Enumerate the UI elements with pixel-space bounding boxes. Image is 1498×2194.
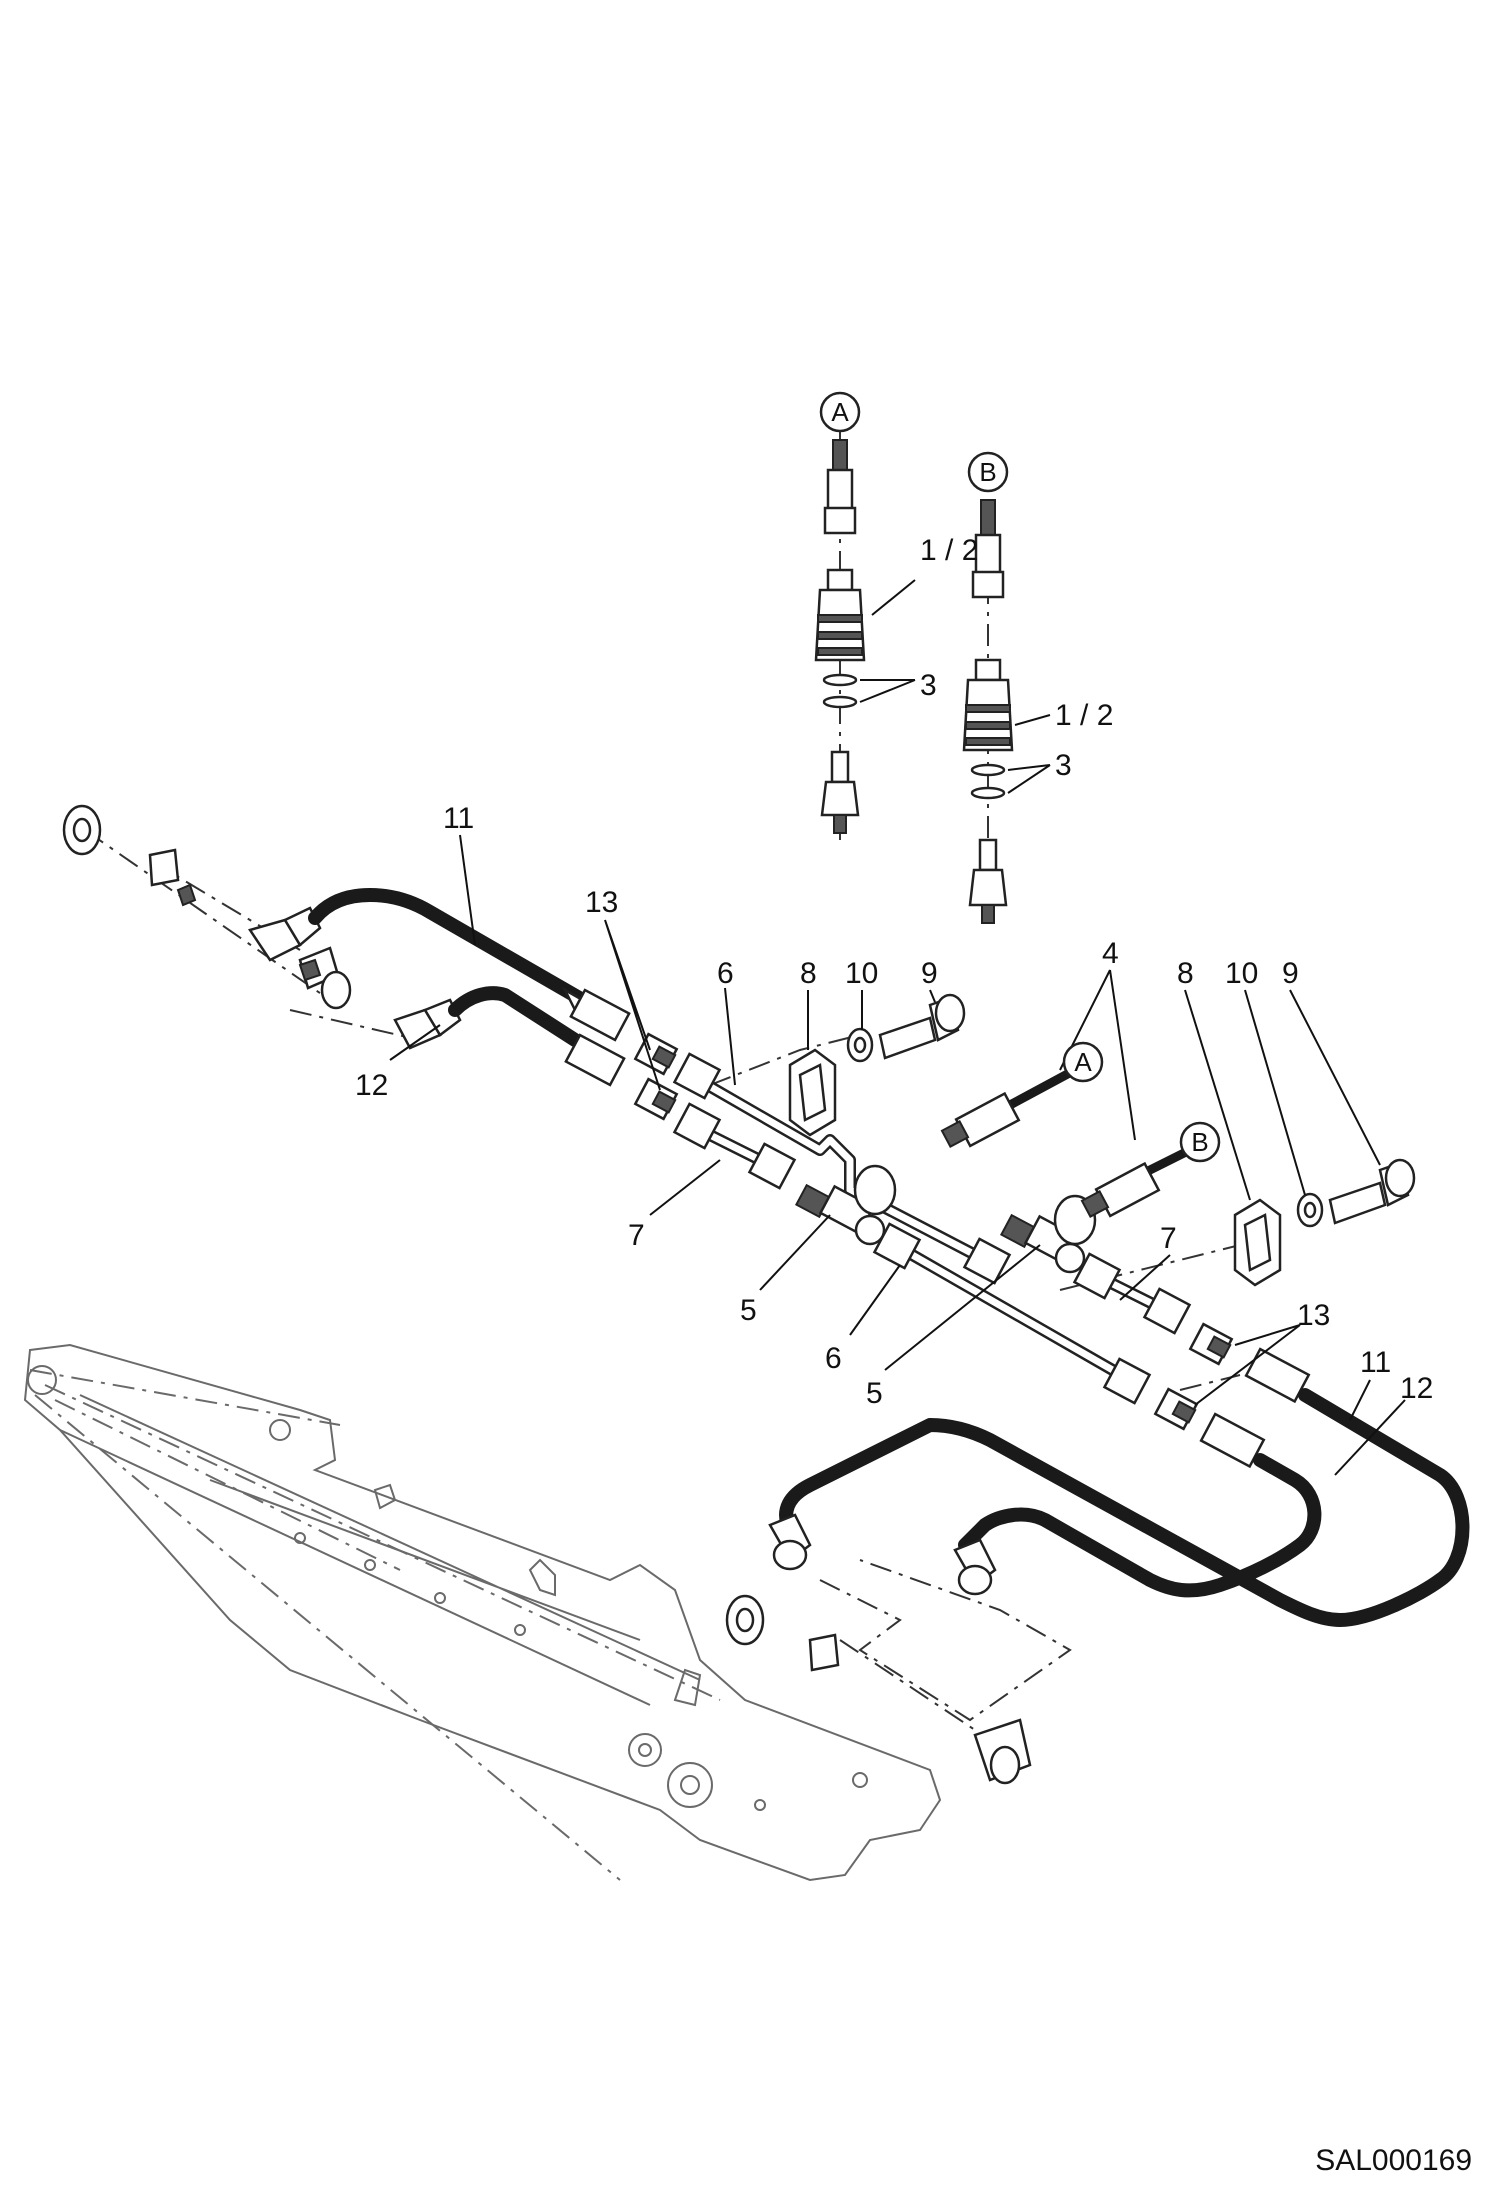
tube-7-lower [1072,1252,1192,1335]
circle-label-a-hose-text: A [1074,1047,1092,1077]
leader-lines [389,579,1406,1476]
callout-7-right: 7 [1160,1222,1177,1255]
hose-11-left-end [248,888,631,1042]
circle-label-a-hose: A [1062,1041,1104,1083]
washer-10-left [846,1027,874,1063]
callout-9-left: 9 [921,957,938,990]
tube-6-lower [872,1222,1152,1405]
callout-8-left: 8 [800,957,817,990]
circle-label-b-top: B [967,451,1009,493]
callout-6-top: 6 [717,957,734,990]
bolt-9-right [1328,1158,1416,1225]
circle-label-b-hose-text: B [1191,1127,1208,1157]
coupling-assembly-b [962,499,1014,924]
callout-12-right: 12 [1400,1372,1433,1405]
bolt-9-left [878,993,966,1060]
callout-10-right: 10 [1225,957,1258,990]
hose-4-a [940,1065,1080,1148]
washer-10-right [1296,1192,1324,1228]
callout-8-right: 8 [1177,957,1194,990]
callout-11-right: 11 [1360,1346,1391,1379]
hose-4-b [1080,1145,1195,1218]
callout-13-right: 13 [1297,1299,1330,1332]
callout-11-left: 11 [443,802,474,835]
callout-6-bottom: 6 [825,1342,842,1375]
left-pivot-fittings [62,804,352,1010]
tee-5-lower [1000,1194,1097,1274]
callout-10-left: 10 [845,957,878,990]
callout-3-mid: 3 [1055,749,1072,782]
callout-5-left: 5 [740,1294,757,1327]
callout-3-top: 3 [920,669,937,702]
adapter-13-right [1153,1322,1234,1431]
callout-1-2-top: 1 / 2 [920,534,978,567]
callout-9-right: 9 [1282,957,1299,990]
right-pivot-fittings [725,1594,1032,1785]
boom-arm-ghost [23,1343,942,1882]
callout-labels: 1 / 2 3 1 / 2 3 11 13 12 6 8 10 9 4 8 10… [355,534,1433,1410]
callout-13-left: 13 [585,886,618,919]
callout-1-2-mid: 1 / 2 [1055,699,1113,732]
hose-12-right [953,1412,1322,1598]
circle-label-b-hose: B [1179,1121,1221,1163]
hose-12-left-end [393,986,626,1087]
clamp-8-left [788,1048,837,1137]
callout-5-bottom: 5 [866,1377,883,1410]
tube-6-upper [672,1052,1012,1285]
coupling-assembly-a [814,439,866,834]
callout-4: 4 [1102,937,1119,970]
circle-label-a-top-text: A [831,397,849,427]
circle-label-b-top-text: B [979,457,996,487]
callout-12-left: 12 [355,1069,388,1102]
document-id: SAL000169 [1315,2144,1472,2177]
tee-5-upper [795,1164,897,1246]
clamp-8-right [1233,1198,1282,1287]
tube-7-upper [672,1102,797,1190]
hose-11-right [768,1347,1470,1627]
callout-7-left: 7 [628,1219,645,1252]
circle-label-a-top: A [819,391,861,433]
